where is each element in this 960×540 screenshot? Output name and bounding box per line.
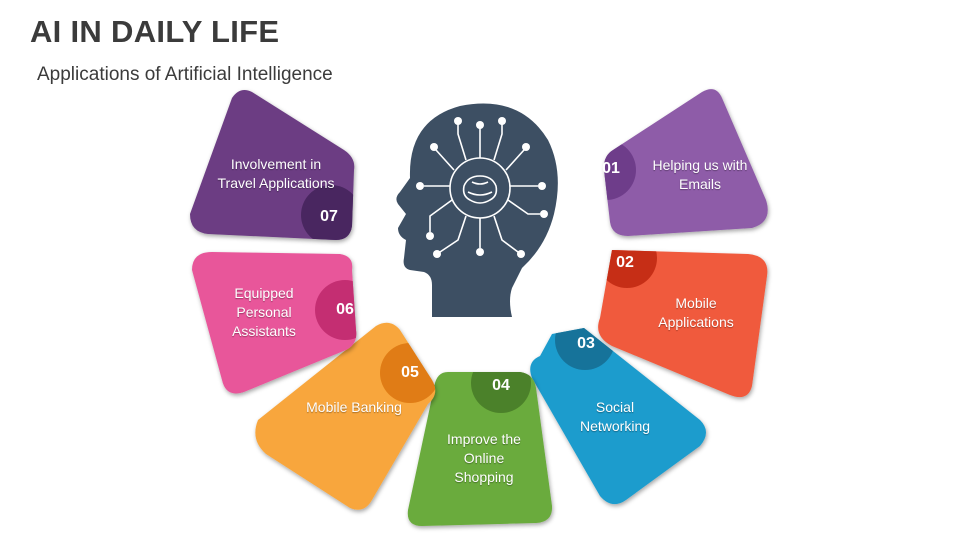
segment-01 bbox=[603, 89, 768, 236]
segment-01-badge bbox=[603, 140, 636, 200]
segment-02-number: 02 bbox=[616, 254, 634, 271]
segment-03 bbox=[530, 328, 706, 505]
segment-07-label: Involvement in Travel Applications bbox=[217, 156, 335, 191]
segment-04 bbox=[407, 372, 553, 526]
ai-head-brain-icon bbox=[396, 103, 558, 317]
segment-04-shape bbox=[407, 372, 553, 526]
segment-02 bbox=[598, 250, 768, 398]
segment-07-number: 07 bbox=[320, 208, 338, 225]
segment-07 bbox=[190, 90, 355, 240]
segment-07-badge bbox=[301, 185, 355, 240]
page-title: AI IN DAILY LIFE bbox=[30, 14, 280, 49]
circuit-lines bbox=[424, 124, 540, 253]
segment-06-shape bbox=[192, 252, 357, 394]
segment-01-shape bbox=[603, 89, 768, 236]
segment-05-number: 05 bbox=[401, 364, 419, 381]
segment-02-badge bbox=[598, 250, 657, 288]
segment-03-number: 03 bbox=[577, 335, 595, 352]
segment-04-number: 04 bbox=[492, 377, 510, 394]
segment-01-label: Helping us with Emails bbox=[652, 157, 748, 192]
segment-06 bbox=[192, 252, 357, 394]
segment-02-shape bbox=[598, 250, 768, 398]
segment-05-label: Mobile Banking bbox=[306, 399, 402, 415]
segment-03-badge bbox=[555, 328, 615, 370]
segment-01-number: 01 bbox=[602, 160, 620, 177]
segment-03-shape bbox=[530, 328, 706, 505]
head-silhouette bbox=[396, 103, 558, 317]
segment-04-badge bbox=[471, 372, 531, 413]
segment-06-badge bbox=[315, 280, 357, 340]
segment-03-label: Social Networking bbox=[579, 399, 651, 434]
segment-06-label: Equipped Personal Assistants bbox=[232, 285, 296, 339]
circuit-nodes bbox=[416, 117, 548, 258]
segment-04-label: Improve the Online Shopping bbox=[447, 431, 521, 485]
segment-02-label: Mobile Applications bbox=[658, 295, 734, 330]
segment-06-number: 06 bbox=[336, 301, 354, 318]
page-subtitle: Applications of Artificial Intelligence bbox=[37, 64, 333, 85]
